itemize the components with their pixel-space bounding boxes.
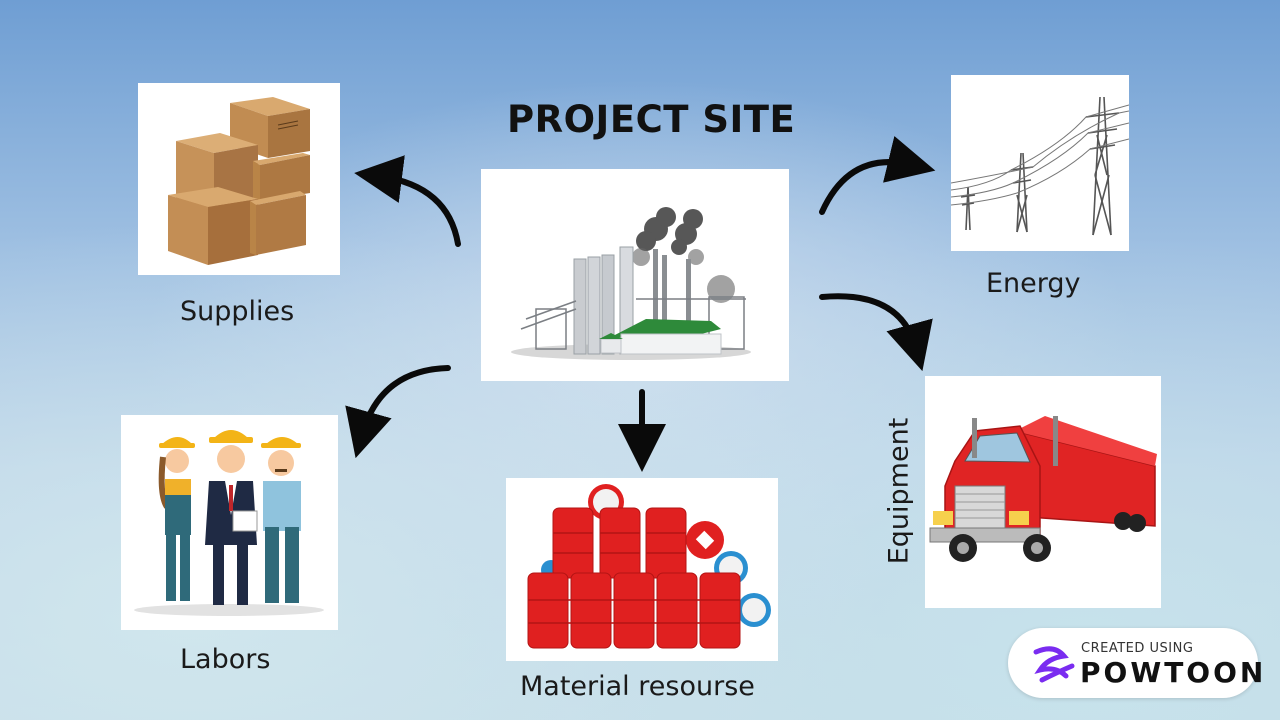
powtoon-logo-icon bbox=[1033, 646, 1075, 683]
arrow-to-equipment bbox=[819, 293, 933, 372]
energy-label: Energy bbox=[986, 268, 1081, 299]
cardboard-boxes-icon bbox=[168, 97, 310, 265]
page-title: PROJECT SITE bbox=[507, 98, 796, 141]
arrow-to-energy bbox=[819, 136, 936, 215]
workers-icon bbox=[134, 430, 324, 616]
powtoon-badge: CREATED USING POWTOON bbox=[1008, 628, 1263, 698]
supplies-label: Supplies bbox=[180, 296, 295, 327]
power-lines-icon bbox=[951, 96, 1129, 236]
factory-icon bbox=[511, 207, 751, 360]
badge-caption: CREATED USING bbox=[1081, 641, 1194, 656]
arrow-to-labors bbox=[345, 365, 451, 459]
barrels-icon bbox=[527, 484, 771, 649]
material-image bbox=[506, 478, 778, 661]
energy-image bbox=[951, 75, 1129, 251]
equipment-image bbox=[925, 376, 1161, 608]
truck-icon bbox=[929, 416, 1157, 562]
labors-image bbox=[121, 415, 338, 630]
material-label: Material resourse bbox=[520, 671, 755, 702]
supplies-image bbox=[138, 83, 340, 275]
arrow-to-supplies bbox=[354, 155, 461, 247]
labors-label: Labors bbox=[180, 644, 271, 675]
badge-brand: POWTOON bbox=[1080, 656, 1267, 689]
project-site-image bbox=[481, 169, 789, 381]
